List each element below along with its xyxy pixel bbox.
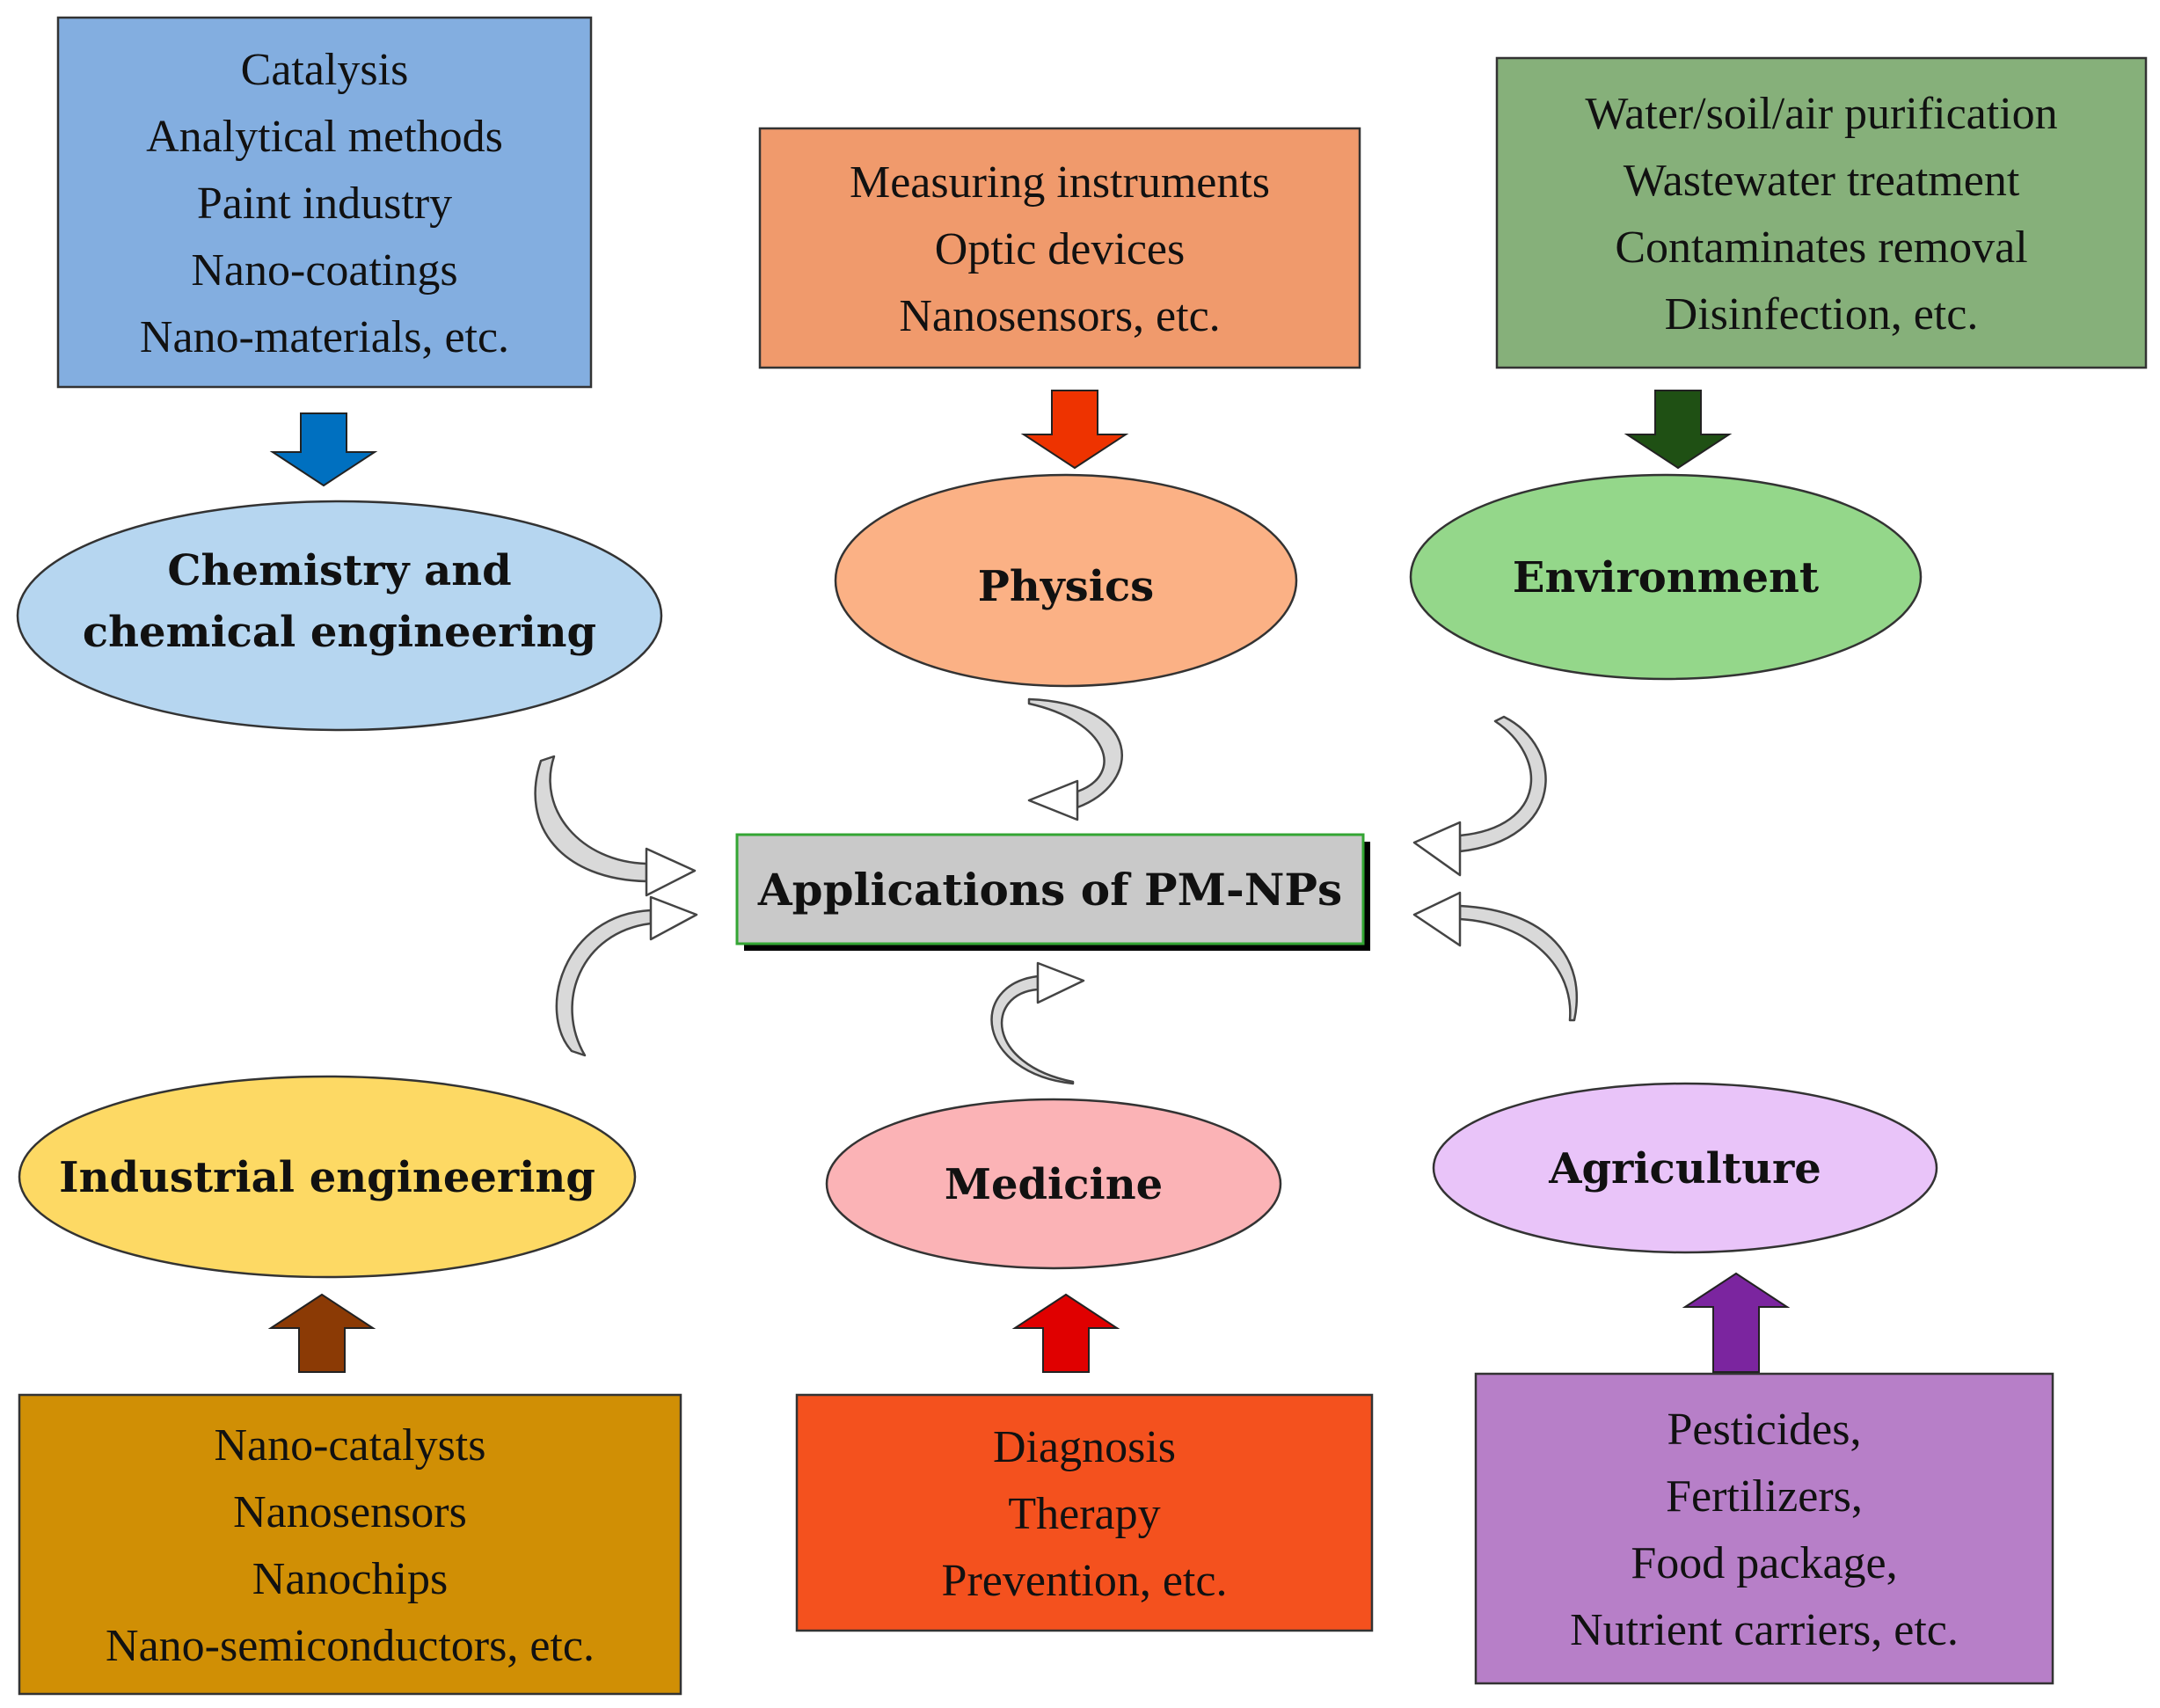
- field-industrial-ellipse: [18, 1075, 637, 1279]
- field-physics-example-item: Optic devices: [935, 224, 1185, 274]
- center-label: Applications of PM-NPs: [757, 864, 1342, 916]
- field-chemistry-node: Chemistry and chemical engineering: [16, 500, 663, 732]
- field-chemistry-example-item: Paint industry: [197, 179, 452, 229]
- field-industrial-example-item: Nanochips: [252, 1554, 448, 1604]
- field-environment-node: Environment: [1409, 473, 1923, 681]
- field-industrial-node: Industrial engineering: [18, 1075, 637, 1279]
- field-medicine-example-item: Diagnosis: [993, 1422, 1176, 1472]
- field-environment-example-item: Water/soil/air purification: [1585, 89, 2057, 139]
- field-agriculture-ellipse: [1432, 1082, 1938, 1254]
- field-industrial-example-item: Nano-catalysts: [214, 1420, 485, 1471]
- field-industrial-example-item: Nanosensors: [233, 1487, 467, 1537]
- curved-arrow-environment: [1412, 715, 1547, 877]
- field-physics-ellipse: [834, 473, 1298, 688]
- field-medicine-example-item: Therapy: [1008, 1489, 1160, 1539]
- field-chemistry-example-item: Nano-coatings: [191, 245, 457, 296]
- field-agriculture-block-arrow: [1682, 1272, 1791, 1373]
- field-industrial-example-item: Nano-semiconductors, etc.: [106, 1621, 595, 1671]
- field-environment-examples-box: [1495, 56, 2148, 369]
- field-industrial-label: Industrial engineering: [59, 1153, 595, 1202]
- field-industrial-examples-box: [18, 1393, 682, 1696]
- field-medicine-block-arrow: [1011, 1293, 1120, 1373]
- field-chemistry-label: Chemistry and: [167, 546, 511, 595]
- field-agriculture-example-item: Nutrient carriers, etc.: [1570, 1605, 1959, 1655]
- field-physics-example-item: Nanosensors, etc.: [899, 291, 1220, 341]
- field-medicine-ellipse: [825, 1098, 1282, 1270]
- curved-arrow-environment-head: [1412, 821, 1462, 877]
- field-medicine-label: Medicine: [945, 1160, 1163, 1209]
- field-environment-example-item: Contaminates removal: [1615, 223, 2027, 273]
- field-chemistry-example-item: Catalysis: [241, 45, 409, 95]
- center-node: Applications of PM-NPs: [735, 833, 1370, 951]
- field-industrial-box-group: Nano-catalystsNanosensorsNanochipsNano-s…: [18, 1393, 682, 1696]
- field-environment-example-item: Wastewater treatment: [1624, 156, 2020, 206]
- curved-arrow-medicine: [990, 961, 1085, 1085]
- curved-arrow-chemistry-head: [645, 847, 697, 897]
- field-chemistry-block-arrow: [269, 412, 378, 487]
- curved-arrow-agriculture-head: [1412, 891, 1462, 947]
- field-environment-label: Environment: [1513, 553, 1819, 602]
- field-chemistry-example-item: Analytical methods: [146, 112, 503, 162]
- curved-arrow-chemistry-band: [534, 755, 648, 883]
- field-chemistry-ellipse: [16, 500, 663, 732]
- curved-arrow-agriculture: [1412, 891, 1579, 1022]
- field-environment-example-item: Disinfection, etc.: [1665, 289, 1979, 339]
- curved-arrow-industrial: [555, 895, 698, 1057]
- curved-arrow-environment-band: [1458, 715, 1547, 853]
- field-physics-node: Physics: [834, 473, 1298, 688]
- curved-arrow-industrial-band: [555, 909, 653, 1057]
- field-environment-ellipse: [1409, 473, 1923, 681]
- field-agriculture-example-item: Food package,: [1631, 1538, 1897, 1588]
- curved-arrow-physics-band: [1027, 697, 1123, 809]
- field-agriculture-node: Agriculture: [1432, 1082, 1938, 1254]
- field-agriculture-label: Agriculture: [1548, 1144, 1821, 1193]
- field-physics-examples-box: [758, 127, 1361, 369]
- field-medicine-example-item: Prevention, etc.: [942, 1556, 1228, 1606]
- field-agriculture-example-item: Fertilizers,: [1666, 1471, 1863, 1522]
- field-chemistry-example-item: Nano-materials, etc.: [140, 312, 509, 362]
- field-industrial-block-arrow: [267, 1293, 376, 1373]
- curved-arrow-physics: [1027, 697, 1123, 821]
- curved-arrow-agriculture-band: [1458, 904, 1579, 1022]
- field-chemistry-label: chemical engineering: [83, 608, 596, 657]
- curved-arrow-medicine-head: [1036, 961, 1085, 1004]
- field-physics-label: Physics: [978, 562, 1154, 611]
- field-chemistry-examples-box: [56, 16, 593, 389]
- curved-arrow-chemistry: [534, 755, 697, 897]
- field-medicine-node: Medicine: [825, 1098, 1282, 1270]
- curved-arrow-physics-head: [1027, 779, 1079, 821]
- field-agriculture-box-group: Pesticides, Fertilizers, Food package, Nutr…: [1474, 1372, 2054, 1685]
- field-agriculture-examples-box: [1474, 1372, 2054, 1685]
- field-medicine-examples-box: [795, 1393, 1374, 1632]
- field-agriculture-example-item: Pesticides,: [1667, 1405, 1862, 1455]
- field-physics-example-item: Measuring instruments: [850, 157, 1270, 208]
- center-box-face: [735, 833, 1365, 945]
- field-physics-block-arrow: [1020, 390, 1129, 470]
- field-environment-block-arrow: [1624, 390, 1733, 470]
- curved-arrow-industrial-head: [649, 895, 698, 941]
